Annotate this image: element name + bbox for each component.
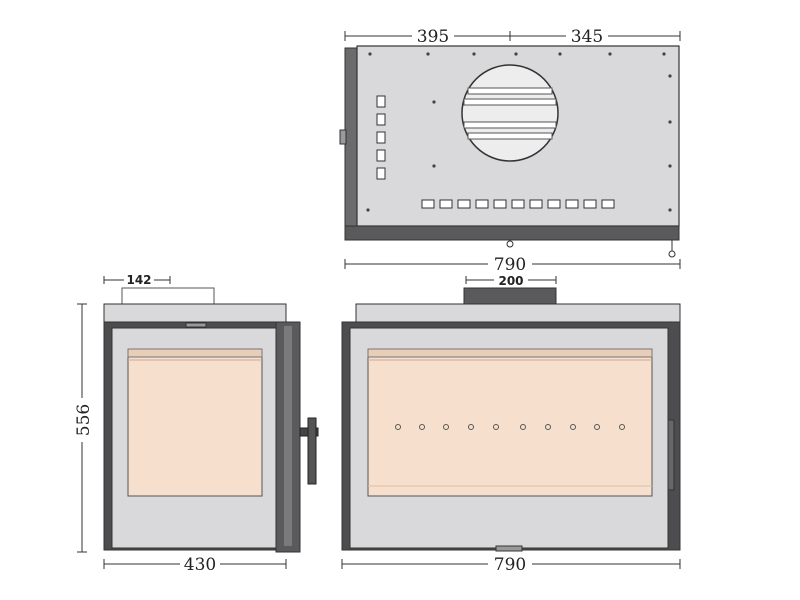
- front-view: 200 790: [341, 272, 681, 575]
- dimension-395-label: 395: [417, 27, 449, 47]
- front-glass-window: [367, 348, 653, 497]
- dimension-790-top-label: 790: [494, 255, 526, 275]
- front-top-plate: [355, 303, 681, 323]
- side-flue-outline: [121, 287, 215, 307]
- side-glass-window: [127, 348, 263, 497]
- dimension-430-label: 430: [184, 555, 216, 575]
- top-view-front-edge: [344, 225, 680, 241]
- top-left-slot-column: [376, 95, 386, 180]
- side-view: 142 556 430: [70, 272, 319, 575]
- top-view: 395 345: [339, 27, 681, 275]
- dimension-345-label: 345: [571, 27, 603, 47]
- top-plate-bolts: [366, 52, 672, 212]
- dimension-556-label: 556: [74, 404, 94, 436]
- flue-collar: [461, 64, 559, 162]
- burner-holes: [395, 424, 625, 430]
- top-air-slot-row: [421, 199, 615, 209]
- dimension-142-label: 142: [126, 273, 151, 287]
- dimension-790-front-label: 790: [494, 555, 526, 575]
- side-top-plate: [103, 303, 287, 323]
- dimension-200-label: 200: [498, 274, 523, 288]
- front-flue-collar: [463, 287, 557, 307]
